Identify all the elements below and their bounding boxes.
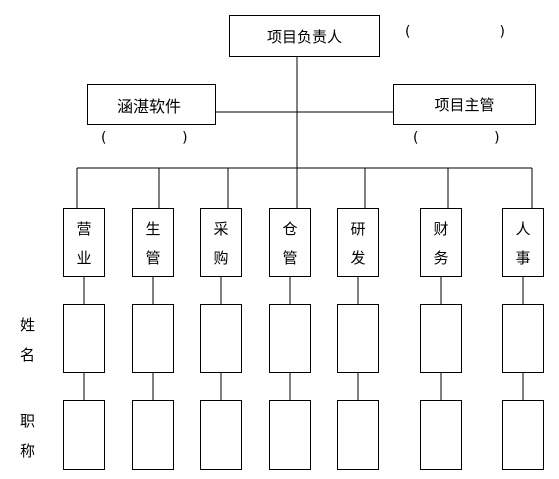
row-label-title-char-2: 称 <box>20 442 36 460</box>
row-label-name: 姓 名 <box>20 314 35 365</box>
manager-box: 项目主管 <box>393 84 536 125</box>
row-label-name-char-2: 名 <box>20 346 36 364</box>
dept-4-char-1: 仓 <box>282 219 298 238</box>
name-box-2 <box>132 304 174 373</box>
title-box-2 <box>132 400 174 470</box>
company-paren: ( ) <box>101 130 188 146</box>
manager-label: 项目主管 <box>434 96 495 114</box>
title-box-5 <box>337 400 379 470</box>
name-box-4 <box>269 304 311 373</box>
title-box-7 <box>502 400 544 470</box>
dept-box-7: 人 事 <box>502 208 544 277</box>
dept-2-char-1: 生 <box>145 219 161 238</box>
dept-4-char-2: 管 <box>282 248 298 267</box>
title-box-3 <box>200 400 242 470</box>
company-label: 涵湛软件 <box>117 96 182 116</box>
dept-box-2: 生 管 <box>132 208 174 277</box>
company-box: 涵湛软件 <box>87 84 216 125</box>
leader-label: 项目负责人 <box>266 27 342 46</box>
leader-paren: ( ) <box>405 24 505 40</box>
dept-3-char-2: 购 <box>213 248 229 267</box>
title-box-1 <box>63 400 105 470</box>
dept-6-char-1: 财 <box>433 219 449 238</box>
title-box-4 <box>269 400 311 470</box>
dept-2-char-2: 管 <box>145 248 161 267</box>
name-box-3 <box>200 304 242 373</box>
dept-5-char-2: 发 <box>350 248 366 267</box>
row-label-title-char-1: 职 <box>20 412 36 430</box>
dept-1-char-2: 业 <box>76 248 92 267</box>
row-label-name-char-1: 姓 <box>20 316 36 334</box>
dept-1-char-1: 营 <box>76 219 92 238</box>
title-box-6 <box>420 400 462 470</box>
leader-box: 项目负责人 <box>229 15 380 57</box>
name-box-6 <box>420 304 462 373</box>
manager-paren: ( ) <box>413 130 500 146</box>
dept-7-char-1: 人 <box>515 219 531 238</box>
dept-box-1: 营 业 <box>63 208 105 277</box>
dept-3-char-1: 采 <box>213 219 229 238</box>
dept-box-3: 采 购 <box>200 208 242 277</box>
dept-box-4: 仓 管 <box>269 208 311 277</box>
dept-7-char-2: 事 <box>515 248 531 267</box>
name-box-1 <box>63 304 105 373</box>
dept-box-5: 研 发 <box>337 208 379 277</box>
name-box-5 <box>337 304 379 373</box>
row-label-title: 职 称 <box>20 410 35 461</box>
name-box-7 <box>502 304 544 373</box>
dept-6-char-2: 务 <box>433 248 449 267</box>
dept-5-char-1: 研 <box>350 219 366 238</box>
dept-box-6: 财 务 <box>420 208 462 277</box>
